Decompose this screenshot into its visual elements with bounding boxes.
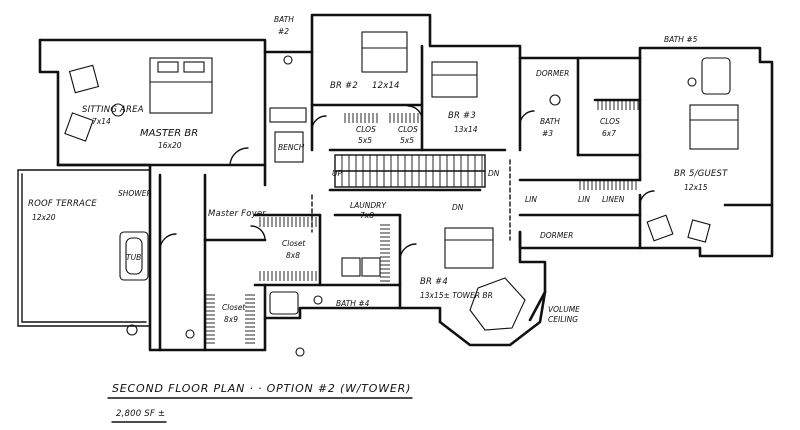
dashed-overhead-lines bbox=[311, 159, 511, 241]
bath3-label: BATH bbox=[540, 117, 560, 126]
closet-mid-size: 8x8 bbox=[286, 251, 300, 260]
plan-area: 2,800 SF ± bbox=[116, 409, 165, 419]
stair-up-label: UP bbox=[332, 169, 342, 178]
door-swings bbox=[159, 105, 655, 261]
volume-ceiling-line1: VOLUME bbox=[548, 305, 580, 314]
furniture bbox=[64, 31, 739, 357]
clos-b-label: CLOS bbox=[398, 125, 418, 134]
linen-b-label: LIN bbox=[578, 195, 590, 204]
sitting-area-size: 7x14 bbox=[92, 117, 111, 126]
roof-terrace-size: 12x20 bbox=[32, 213, 56, 222]
br2-label: BR #2 bbox=[330, 81, 358, 91]
br3-label: BR #3 bbox=[448, 111, 476, 121]
tub-label: TUB bbox=[126, 253, 141, 262]
interior-walls bbox=[56, 44, 774, 352]
dn-lower-label: DN bbox=[452, 203, 464, 212]
clos-a-size: 5x5 bbox=[358, 136, 372, 145]
volume-ceiling-line2: CEILING bbox=[548, 315, 578, 324]
tower-outline bbox=[438, 277, 547, 347]
clos-a-label: CLOS bbox=[356, 125, 376, 134]
master-br-size: 16x20 bbox=[158, 141, 182, 150]
roof-terrace-label: ROOF TERRACE bbox=[28, 199, 97, 209]
dormer-top-label: DORMER bbox=[536, 69, 569, 78]
br4-label: BR #4 bbox=[420, 277, 448, 287]
bath2-num: #2 bbox=[278, 27, 289, 36]
laundry-label: LAUNDRY bbox=[350, 201, 387, 210]
br2-size: 12x14 bbox=[372, 81, 400, 91]
plan-title: SECOND FLOOR PLAN · · OPTION #2 (W/TOWER… bbox=[112, 382, 411, 395]
bath5-label: BATH #5 bbox=[664, 35, 698, 44]
clos-c-label: CLOS bbox=[600, 117, 620, 126]
roof-terrace-outline bbox=[17, 169, 151, 327]
shower-label: SHOWER bbox=[118, 189, 152, 198]
linen-c-label: LINEN bbox=[602, 195, 625, 204]
bath2-label: BATH bbox=[274, 15, 294, 24]
sitting-area-label: SITTING AREA bbox=[82, 105, 144, 115]
br5-size: 12x15 bbox=[684, 183, 708, 192]
dormer-bottom-label: DORMER bbox=[540, 231, 573, 240]
laundry-size: 7x8 bbox=[360, 211, 374, 220]
closet-mid-label: Closet bbox=[282, 239, 306, 248]
closet-master-label: Closet bbox=[222, 303, 246, 312]
clos-b-size: 5x5 bbox=[400, 136, 414, 145]
central-stair bbox=[334, 154, 486, 188]
linen-a-label: LIN bbox=[525, 195, 537, 204]
bath4-label: BATH #4 bbox=[336, 299, 370, 308]
br5-label: BR 5/GUEST bbox=[674, 169, 728, 179]
br4-size: 13x15± TOWER BR bbox=[420, 291, 493, 300]
br3-size: 13x14 bbox=[454, 125, 478, 134]
master-foyer-label: Master Foyer bbox=[208, 209, 266, 219]
closet-master-size: 8x9 bbox=[224, 315, 238, 324]
master-br-label: MASTER BR bbox=[140, 128, 198, 139]
clos-c-size: 6x7 bbox=[602, 129, 616, 138]
bench-label: BENCH bbox=[278, 143, 305, 152]
stair-dn-label: DN bbox=[488, 169, 500, 178]
bath3-num: #3 bbox=[542, 129, 553, 138]
